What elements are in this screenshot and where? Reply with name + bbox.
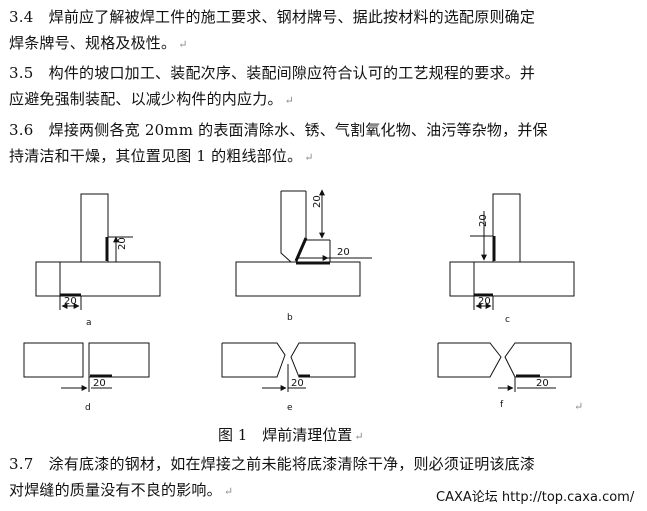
paragraph-line: 3.7 涂有底漆的钢材，如在焊接之前未能将底漆清除干净，则必须证明该底漆 (9, 455, 536, 473)
label-b: b (287, 313, 293, 323)
paragraph-mark: ↵ (304, 151, 314, 164)
weld-cleaning-figure: 20 20 20 20 20 20 20 20 20 a b c d e f (23, 189, 575, 413)
label-c: c (505, 315, 510, 325)
label-d: d (85, 403, 91, 413)
dim-b-horizontal: 20 (337, 247, 350, 258)
paragraph-line: 应避免强制装配、以减少构件的内应力。↵ (9, 90, 295, 108)
paragraph-line: 3.6 焊接两侧各宽 20mm 的表面清除水、锈、气割氧化物、油污等杂物，并保 (9, 121, 548, 139)
diagram-c (449, 193, 575, 310)
label-a: a (86, 318, 92, 328)
dim-c-horizontal: 20 (478, 296, 491, 307)
paragraph-3-5: 3.5 构件的坡口加工、装配次序、装配间隙应符合认可的工艺规程的要求。并 应避免… (9, 60, 639, 114)
paragraph-3-7: 3.7 涂有底漆的钢材，如在焊接之前未能将底漆清除干净，则必须证明该底漆 对焊缝… (9, 451, 639, 505)
paragraph-mark: ↵ (354, 430, 364, 443)
dim-a-vertical: 20 (117, 237, 128, 250)
cleaning-zones (60, 236, 540, 378)
paragraph-mark: ↵ (223, 485, 234, 498)
paragraph-3-6: 3.6 焊接两侧各宽 20mm 的表面清除水、锈、气割氧化物、油污等杂物，并保 … (9, 117, 639, 171)
diagram-b (235, 189, 372, 297)
paragraph-line: 3.4 焊前应了解被焊工件的施工要求、钢材牌号、据此按材料的选配原则确定 (9, 8, 536, 26)
label-e: e (287, 403, 293, 413)
diagram-d (23, 342, 150, 392)
figure-paragraph-mark: ↵ (574, 400, 584, 413)
dim-e: 20 (291, 378, 304, 389)
paragraph-line: 持清洁和干燥，其位置见图 1 的粗线部位。↵ (9, 147, 314, 165)
dim-a-horizontal: 20 (64, 296, 77, 307)
diagram-f (437, 342, 572, 392)
paragraph-mark: ↵ (284, 94, 295, 107)
watermark: CAXA论坛 http://top.caxa.com/ (436, 490, 635, 505)
dim-f: 20 (536, 378, 549, 389)
paragraph-3-4: 3.4 焊前应了解被焊工件的施工要求、钢材牌号、据此按材料的选配原则确定 焊条牌… (9, 4, 639, 58)
figure-caption: 图 1 焊前清理位置↵ (218, 426, 364, 444)
dim-d: 20 (93, 378, 106, 389)
paragraph-line: 3.5 构件的坡口加工、装配次序、装配间隙应符合认可的工艺规程的要求。并 (9, 64, 536, 82)
diagram-a (35, 193, 161, 310)
dim-c-vertical: 20 (478, 214, 489, 227)
diagram-e (221, 342, 356, 392)
label-f: f (500, 400, 504, 410)
paragraph-line: 焊条牌号、规格及极性。↵ (9, 34, 188, 52)
dim-b-vertical: 20 (312, 195, 323, 208)
paragraph-line: 对焊缝的质量没有不良的影响。↵ (9, 481, 234, 499)
paragraph-mark: ↵ (178, 38, 188, 51)
